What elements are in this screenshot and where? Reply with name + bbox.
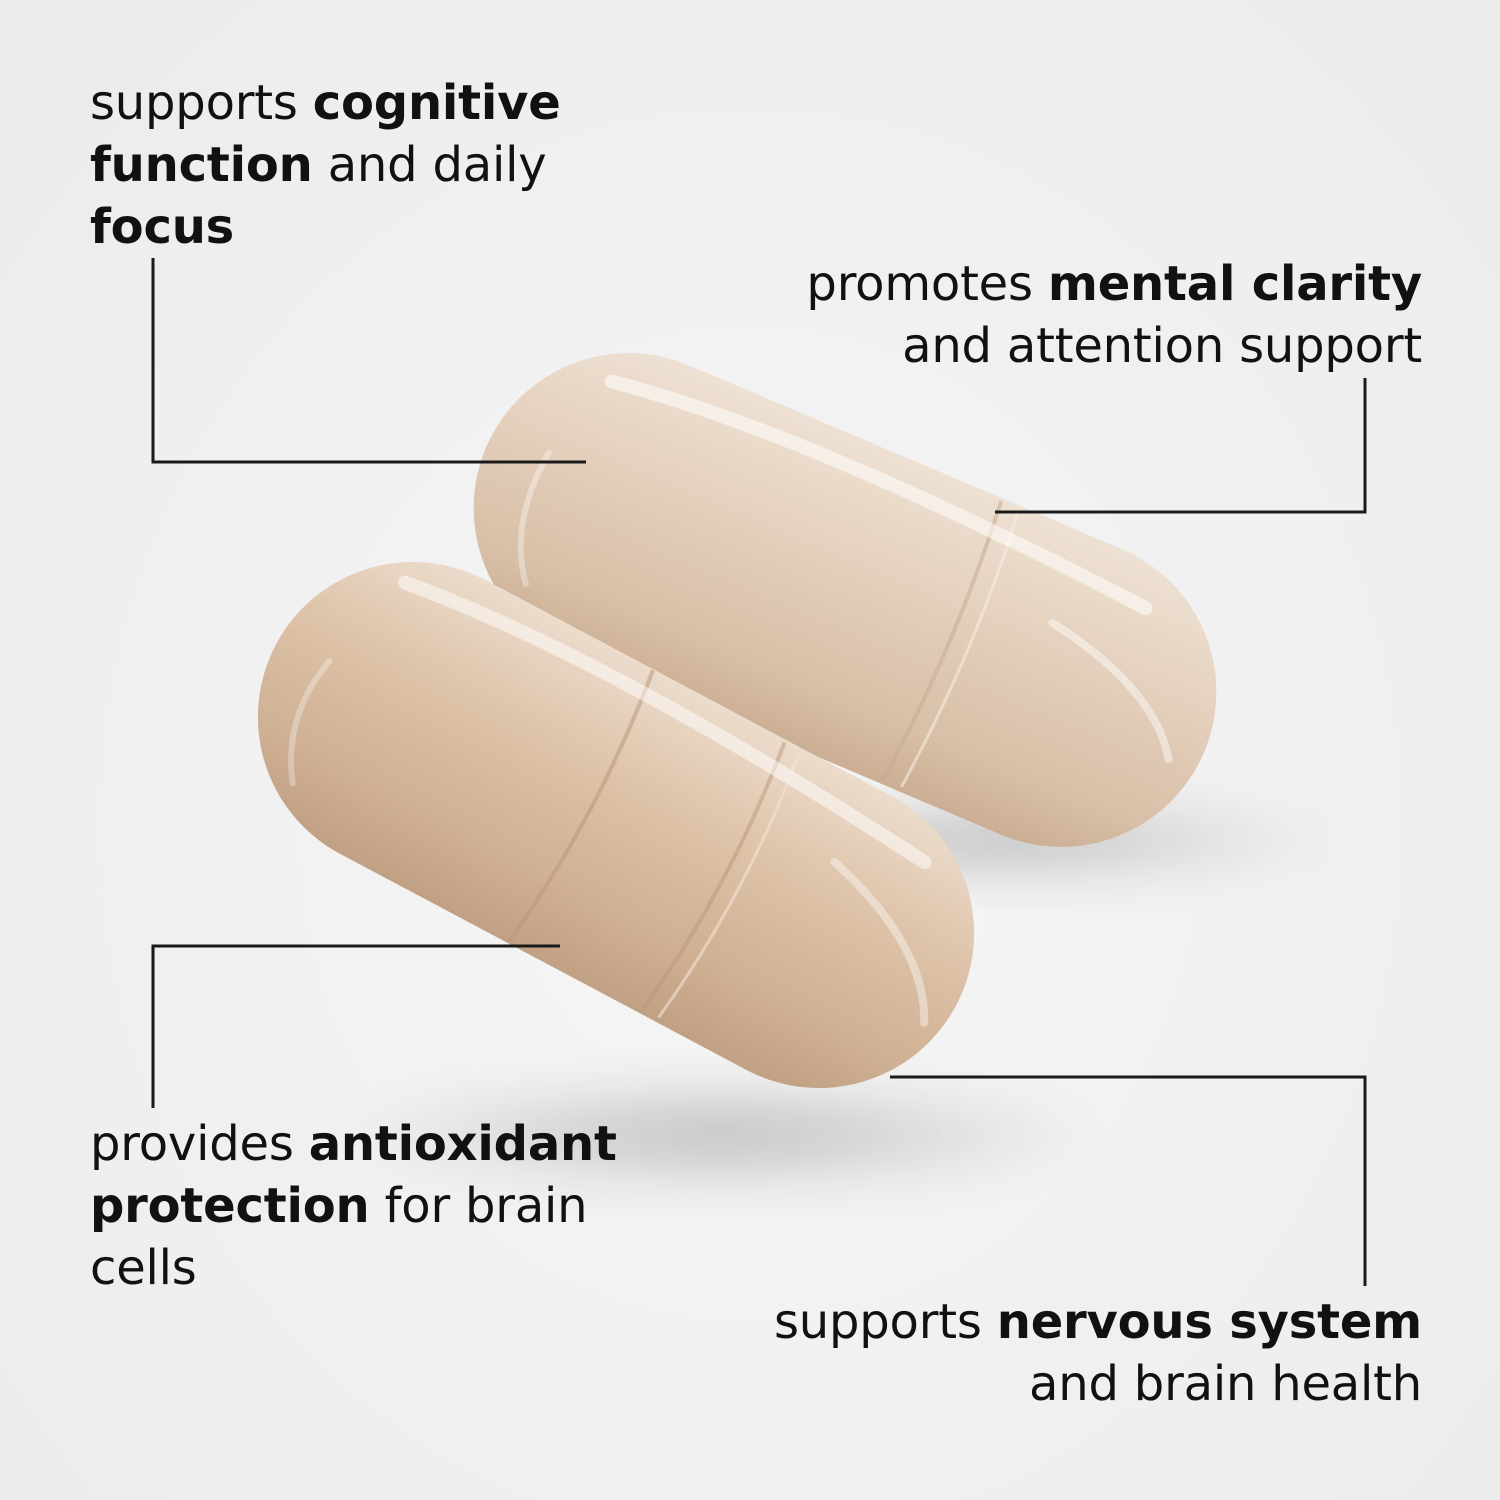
callout-text: provides (90, 1116, 309, 1172)
callout-emphasis: nervous system (996, 1294, 1422, 1350)
callout-text: supports (90, 75, 313, 131)
callout-antioxidant-protection: provides antioxidant protection for brai… (90, 1113, 710, 1299)
callout-emphasis: protection (90, 1178, 370, 1234)
leader-line-antioxidant (151, 944, 560, 1108)
callout-emphasis: focus (90, 199, 235, 255)
callout-cognitive-function: supports cognitive function and daily fo… (90, 72, 650, 258)
leader-line-nervous-system (890, 1075, 1367, 1286)
callout-text: for brain (369, 1178, 588, 1234)
back-capsule (473, 353, 1217, 847)
callout-text: and attention support (902, 318, 1422, 374)
leader-line-cognitive (151, 258, 586, 464)
callout-mental-clarity: promotes mental clarity and attention su… (702, 253, 1422, 377)
leader-line-mental-clarity (995, 378, 1367, 514)
callout-text: supports (773, 1294, 997, 1350)
callout-nervous-system: supports nervous system and brain health (662, 1291, 1422, 1415)
callout-text: promotes (806, 256, 1048, 312)
callout-text: and daily (312, 137, 547, 193)
front-capsule (257, 562, 975, 1088)
front-capsule-shadow (340, 1075, 1100, 1195)
callout-emphasis: cognitive (312, 75, 561, 131)
callout-emphasis: mental clarity (1047, 256, 1422, 312)
callout-text: cells (90, 1240, 197, 1296)
callout-text: and brain health (1029, 1356, 1422, 1412)
callout-emphasis: function (90, 137, 313, 193)
callout-emphasis: antioxidant (308, 1116, 617, 1172)
